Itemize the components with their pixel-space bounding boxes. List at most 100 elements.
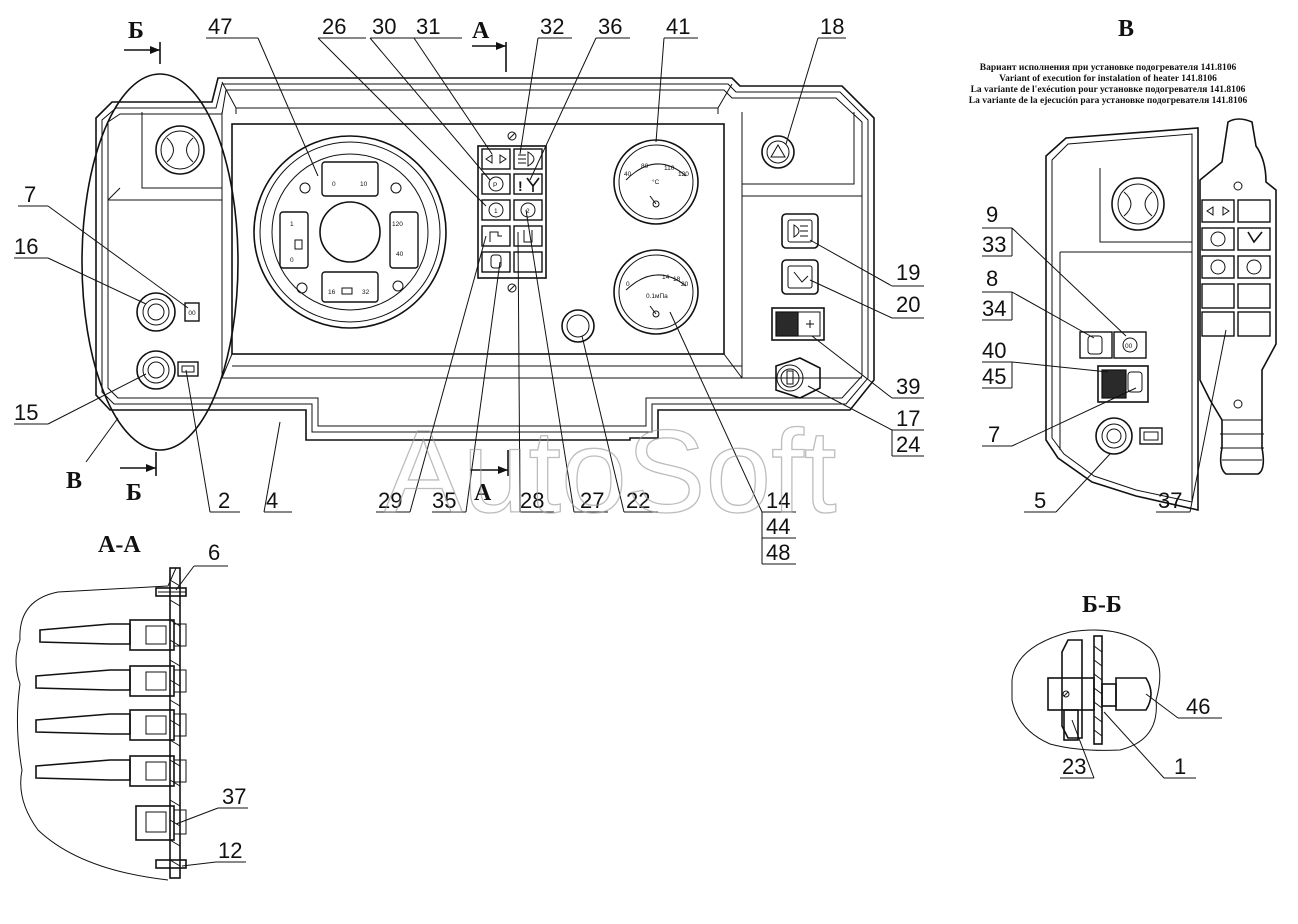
svg-text:18: 18	[673, 276, 681, 283]
switch-16[interactable]	[136, 292, 176, 332]
svg-text:0: 0	[290, 257, 294, 264]
switch-15[interactable]	[136, 350, 176, 390]
fan-key[interactable]	[513, 225, 543, 247]
svg-text:37: 37	[1158, 488, 1182, 513]
key-1[interactable]	[481, 199, 511, 221]
svg-text:110: 110	[664, 165, 675, 172]
ignition-switch-17[interactable]	[775, 357, 821, 399]
fog-lamp-switch-19[interactable]	[781, 213, 819, 249]
svg-text:32: 32	[540, 14, 564, 39]
svg-text:!: !	[518, 178, 523, 194]
svg-text:В: В	[66, 468, 82, 494]
svg-text:36: 36	[598, 14, 622, 39]
svg-text:28: 28	[520, 488, 544, 513]
svg-text:6: 6	[208, 540, 220, 565]
svg-text:9: 9	[986, 202, 998, 227]
svg-text:8: 8	[986, 266, 998, 291]
section-bb-title: Б-Б	[1082, 592, 1122, 618]
svg-text:1: 1	[290, 221, 294, 228]
svg-text:27: 27	[580, 488, 604, 513]
svg-text:39: 39	[896, 374, 920, 399]
heater-switch-9[interactable]	[1113, 331, 1147, 359]
svg-text:00: 00	[188, 310, 196, 317]
svg-text:00: 00	[1125, 343, 1133, 350]
svg-text:0: 0	[626, 281, 630, 288]
svg-text:1: 1	[1174, 754, 1186, 779]
svg-text:26: 26	[322, 14, 346, 39]
svg-text:16: 16	[14, 234, 38, 259]
svg-text:7: 7	[988, 422, 1000, 447]
svg-text:Вариант исполнения при установ: Вариант исполнения при установке подогре…	[980, 63, 1237, 73]
section-aa-view: 6 37 12	[15, 540, 248, 881]
svg-text:37: 37	[222, 784, 246, 809]
turn-signal-key[interactable]	[481, 148, 511, 170]
svg-text:1: 1	[494, 208, 498, 215]
svg-text:20: 20	[896, 292, 920, 317]
svg-text:10: 10	[360, 181, 368, 188]
svg-text:34: 34	[982, 296, 1006, 321]
hazard-key[interactable]	[513, 173, 543, 195]
svg-text:22: 22	[626, 488, 650, 513]
svg-text:2: 2	[526, 208, 530, 215]
svg-text:0: 0	[332, 181, 336, 188]
indicator-7: 00	[184, 302, 200, 322]
section-markers: Б Б В А А	[66, 18, 509, 506]
svg-text:15: 15	[14, 400, 38, 425]
svg-text:23: 23	[1062, 754, 1086, 779]
section-v-ellipse	[81, 73, 239, 451]
section-aa-title: А-А	[98, 532, 141, 558]
svg-text:17: 17	[896, 406, 920, 431]
svg-text:0.1мПа: 0.1мПа	[646, 293, 668, 300]
svg-text:7: 7	[24, 182, 36, 207]
svg-text:120: 120	[392, 221, 403, 228]
combination-gauge: 0 10 16 32 1 0 120 40	[253, 135, 447, 329]
seat-heat-key[interactable]	[481, 225, 511, 247]
temperature-gauge: 40 80 110 120 °C	[613, 139, 699, 225]
svg-text:19: 19	[896, 260, 920, 285]
svg-text:40: 40	[624, 171, 632, 178]
section-bb-view: 46 23 1	[1011, 629, 1222, 779]
svg-text:120: 120	[678, 171, 689, 178]
battery-icon	[177, 361, 199, 377]
instrument-panel	[95, 77, 875, 441]
warning-key-block: P ! 1 2	[477, 131, 547, 293]
section-v-title: В	[1118, 16, 1134, 42]
svg-text:32: 32	[362, 289, 370, 296]
svg-text:29: 29	[378, 488, 402, 513]
left-round-knob[interactable]	[155, 125, 205, 175]
svg-text:44: 44	[766, 514, 790, 539]
svg-text:Variant of execution for insta: Variant of execution for instalation of …	[999, 74, 1217, 84]
callouts-main: 47 26 30 31 32 36 41 18 7 16 15 2 4 29 3…	[14, 14, 924, 565]
heater-note: Вариант исполнения при установке подогре…	[969, 63, 1248, 106]
svg-text:°C: °C	[652, 178, 660, 186]
svg-text:2: 2	[218, 488, 230, 513]
svg-text:А: А	[474, 480, 492, 506]
rocker-40[interactable]	[1101, 369, 1127, 399]
switch-20[interactable]	[781, 259, 819, 295]
svg-text:14: 14	[766, 488, 790, 513]
svg-text:48: 48	[766, 540, 790, 565]
watermark: AutoSoft	[384, 406, 837, 538]
lamp-key[interactable]	[481, 251, 511, 273]
svg-text:47: 47	[208, 14, 232, 39]
round-plug-22	[561, 309, 595, 343]
svg-text:40: 40	[396, 251, 404, 258]
svg-text:80: 80	[641, 163, 649, 170]
key-strip-37	[1199, 118, 1277, 475]
svg-text:40: 40	[982, 338, 1006, 363]
svg-text:Б: Б	[126, 480, 142, 506]
svg-text:41: 41	[666, 14, 690, 39]
svg-text:4: 4	[266, 488, 278, 513]
hazard-button-18[interactable]	[761, 135, 795, 169]
svg-text:24: 24	[896, 432, 920, 457]
svg-text:45: 45	[982, 364, 1006, 389]
svg-text:16: 16	[328, 289, 336, 296]
svg-text:А: А	[472, 18, 490, 44]
svg-text:P: P	[493, 182, 497, 189]
rocker-switch-39[interactable]	[771, 307, 825, 341]
svg-text:30: 30	[372, 14, 396, 39]
svg-text:33: 33	[982, 232, 1006, 257]
oil-pressure-gauge: 0 14 18 20 0.1мПа	[613, 249, 699, 335]
